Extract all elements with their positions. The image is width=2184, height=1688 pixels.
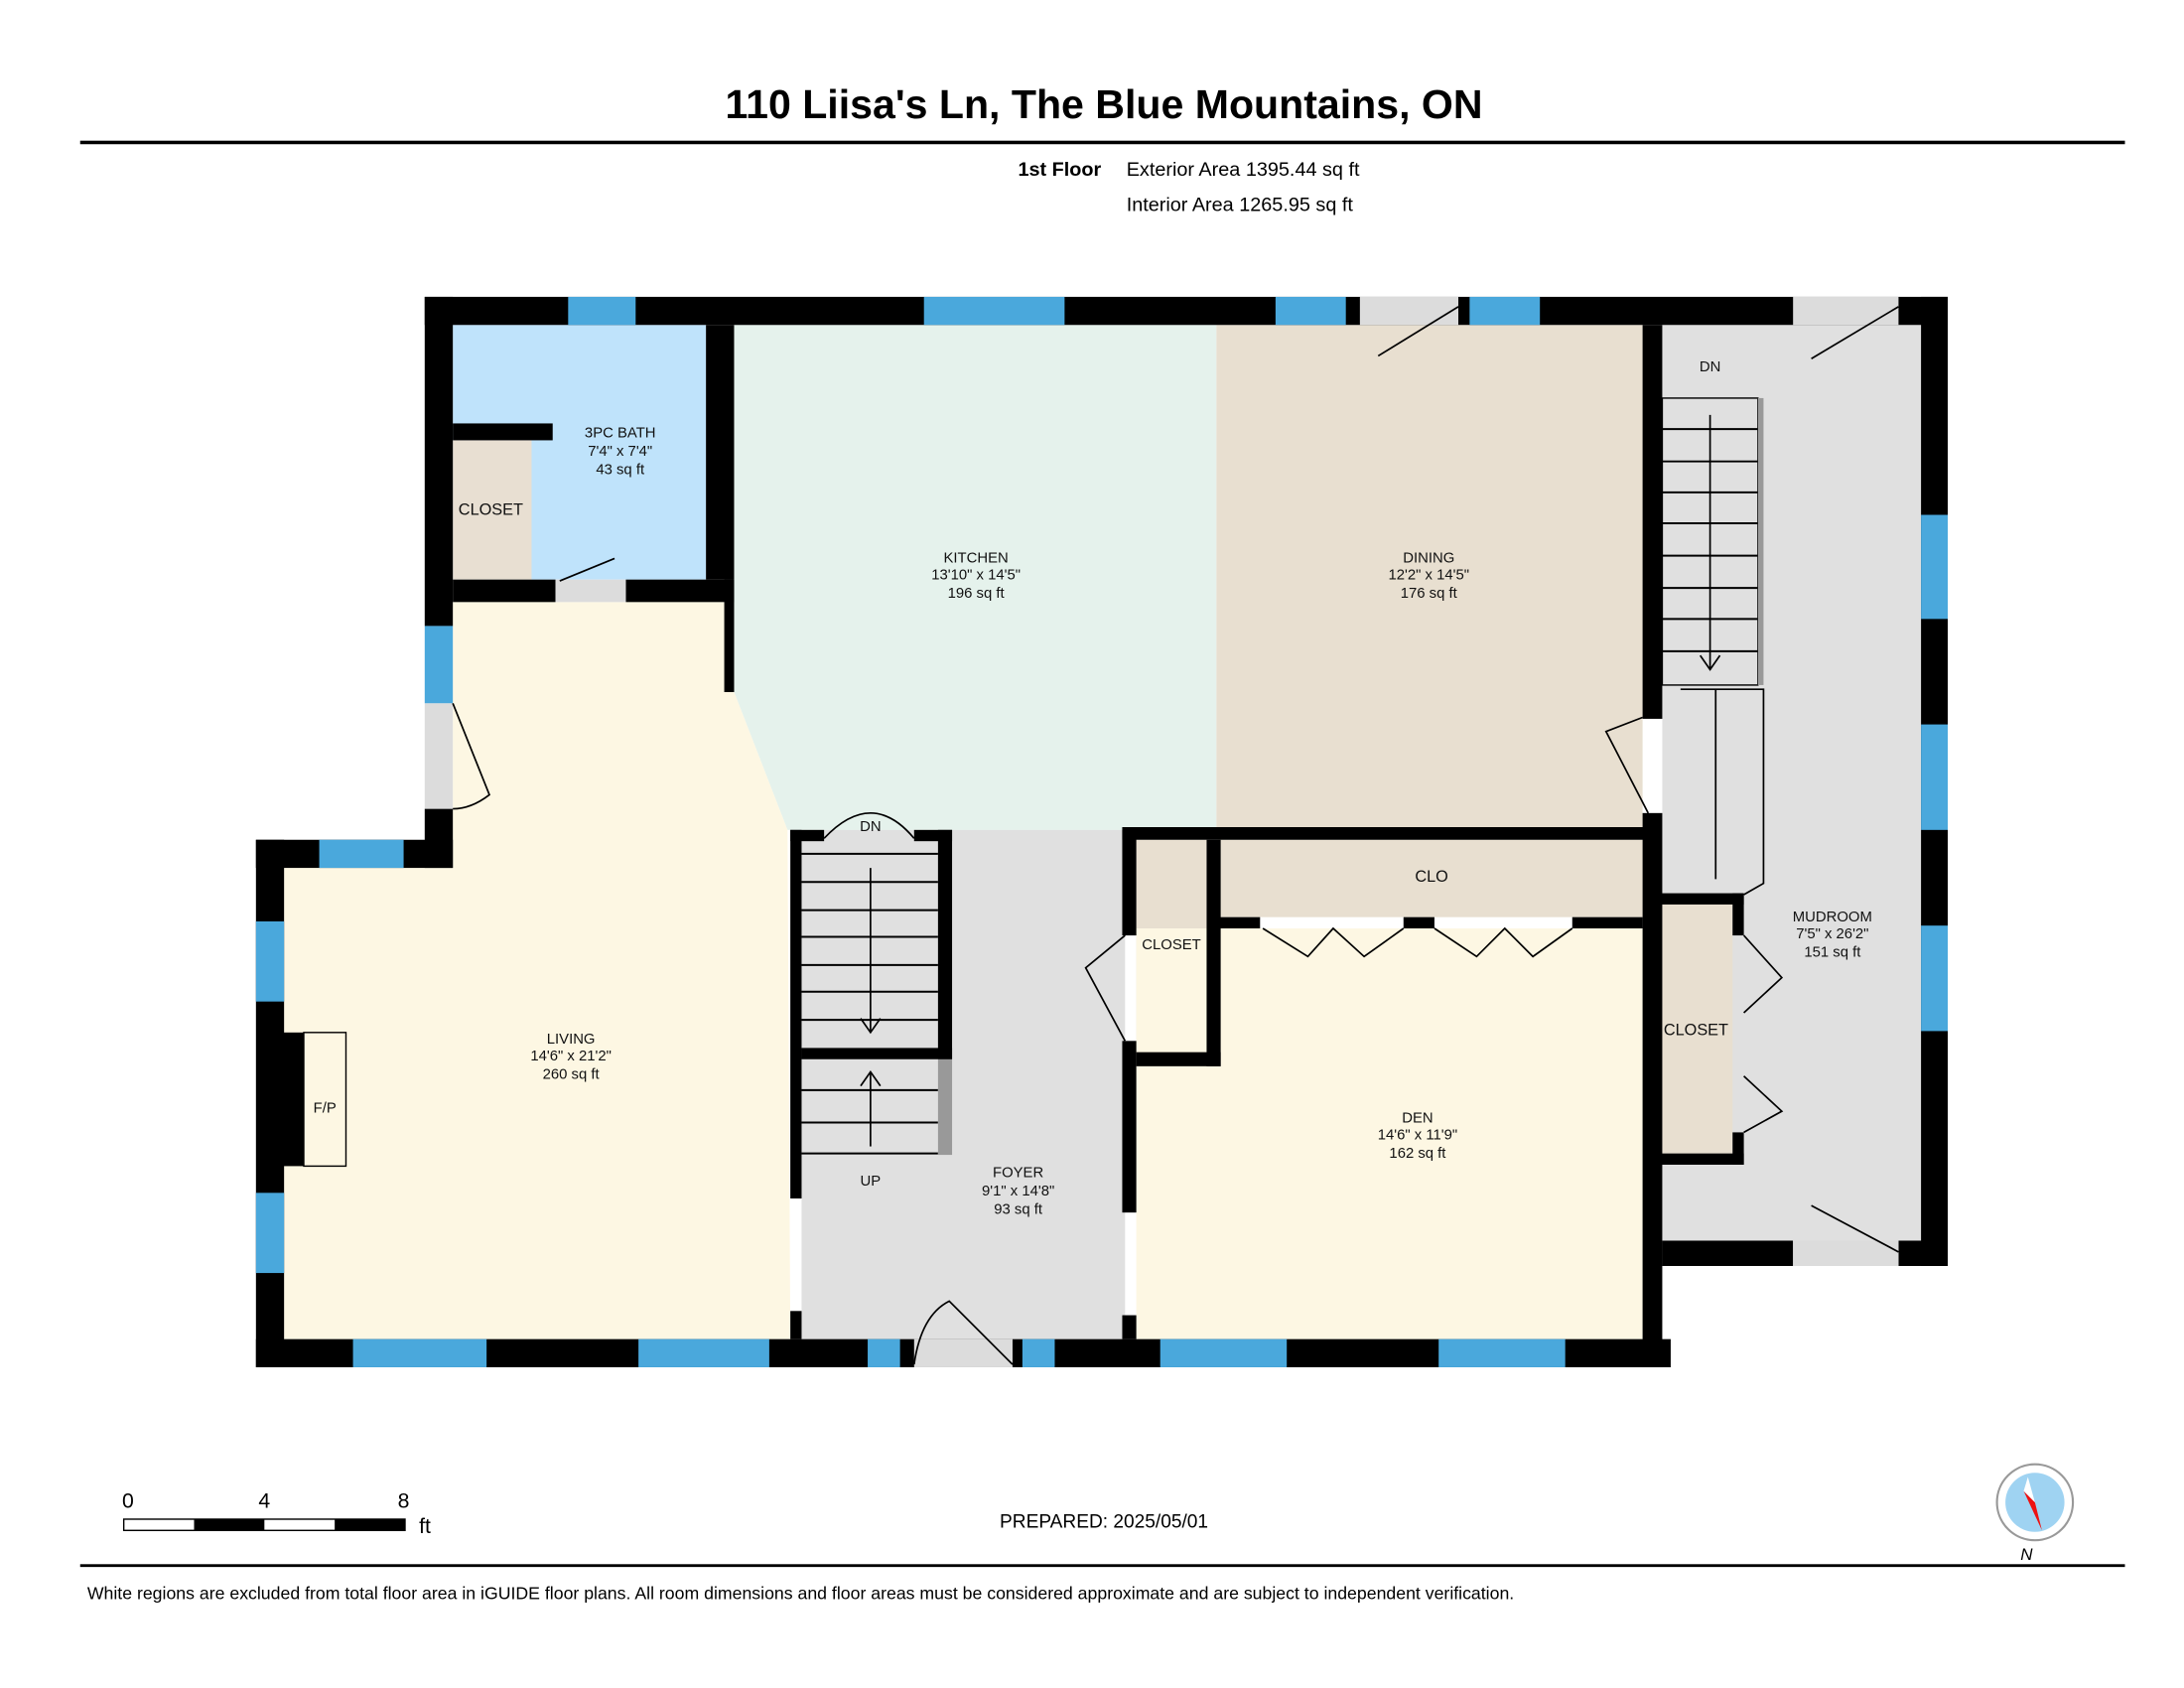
closet-foyer-label: CLOSET [1142, 937, 1200, 953]
room-kitchen[interactable] [734, 325, 1217, 830]
floor-name: 1st Floor [1018, 159, 1101, 181]
header-rule [79, 140, 2125, 145]
foyer-dims: 9'1" x 14'8" [982, 1184, 1054, 1199]
doors[interactable] [424, 296, 1899, 1367]
den-area: 162 sq ft [1389, 1146, 1446, 1162]
mudroom-dims: 7'5" x 26'2" [1796, 926, 1868, 942]
living-area: 260 sq ft [543, 1067, 601, 1083]
scale-tick-8: 8 [398, 1489, 410, 1513]
stairs-foyer[interactable] [801, 841, 953, 1156]
dining-area: 176 sq ft [1401, 586, 1458, 602]
room-closet-mudroom[interactable] [1662, 904, 1733, 1154]
living-dims: 14'6" x 21'2" [530, 1049, 612, 1064]
footer-rule [79, 1564, 2125, 1568]
foyer-area: 93 sq ft [994, 1202, 1043, 1218]
fireplace [303, 1032, 347, 1168]
room-living[interactable] [284, 602, 791, 1339]
scale-bar: 0 4 8 ft [122, 1489, 431, 1538]
room-closet-bath[interactable] [453, 440, 532, 580]
clo-label: CLO [1415, 868, 1447, 886]
bath-dims: 7'4" x 7'4" [588, 444, 652, 460]
den-dims: 14'6" x 11'9" [1378, 1127, 1457, 1143]
stairs-mudroom[interactable] [1661, 397, 1765, 896]
bath-name: 3PC BATH [585, 426, 656, 442]
windows [255, 296, 1949, 1367]
scale-unit: ft [419, 1514, 431, 1538]
fireplace-label: F/P [314, 1101, 337, 1117]
stairs-dn-foyer-label: DN [860, 819, 881, 835]
room-fills [284, 325, 1922, 1339]
room-clo[interactable] [1217, 839, 1643, 917]
scale-tick-0: 0 [122, 1489, 134, 1513]
closet-mudroom-label: CLOSET [1664, 1022, 1728, 1040]
living-name: LIVING [547, 1032, 596, 1048]
mudroom-name: MUDROOM [1793, 910, 1872, 925]
mudroom-area: 151 sq ft [1804, 944, 1861, 960]
exterior-area: Exterior Area 1395.44 sq ft [1127, 159, 1360, 181]
dining-dims: 12'2" x 14'5" [1389, 568, 1469, 584]
room-dining[interactable] [1216, 325, 1643, 830]
interior-area: Interior Area 1265.95 sq ft [1127, 195, 1354, 216]
scale-tick-4: 4 [258, 1489, 270, 1513]
room-labels: 3PC BATH 7'4" x 7'4" 43 sq ft CLOSET KIT… [314, 359, 1872, 1218]
compass-icon: N [1995, 1463, 2075, 1564]
den-name: DEN [1402, 1110, 1433, 1126]
page-title: 110 Liisa's Ln, The Blue Mountains, ON [726, 81, 1483, 127]
stairs-up-label: UP [861, 1174, 882, 1190]
disclaimer: White regions are excluded from total fl… [87, 1584, 1514, 1604]
closet-bath-label: CLOSET [459, 501, 523, 519]
prepared-date: PREPARED: 2025/05/01 [1000, 1511, 1208, 1532]
compass-north-label: N [2020, 1545, 2033, 1564]
dining-name: DINING [1403, 551, 1454, 567]
foyer-name: FOYER [993, 1166, 1043, 1182]
kitchen-dims: 13'10" x 14'5" [931, 568, 1021, 584]
kitchen-area: 196 sq ft [948, 586, 1006, 602]
stairs-dn-mudroom-label: DN [1700, 359, 1720, 375]
kitchen-name: KITCHEN [944, 551, 1009, 567]
bath-area: 43 sq ft [596, 462, 645, 478]
